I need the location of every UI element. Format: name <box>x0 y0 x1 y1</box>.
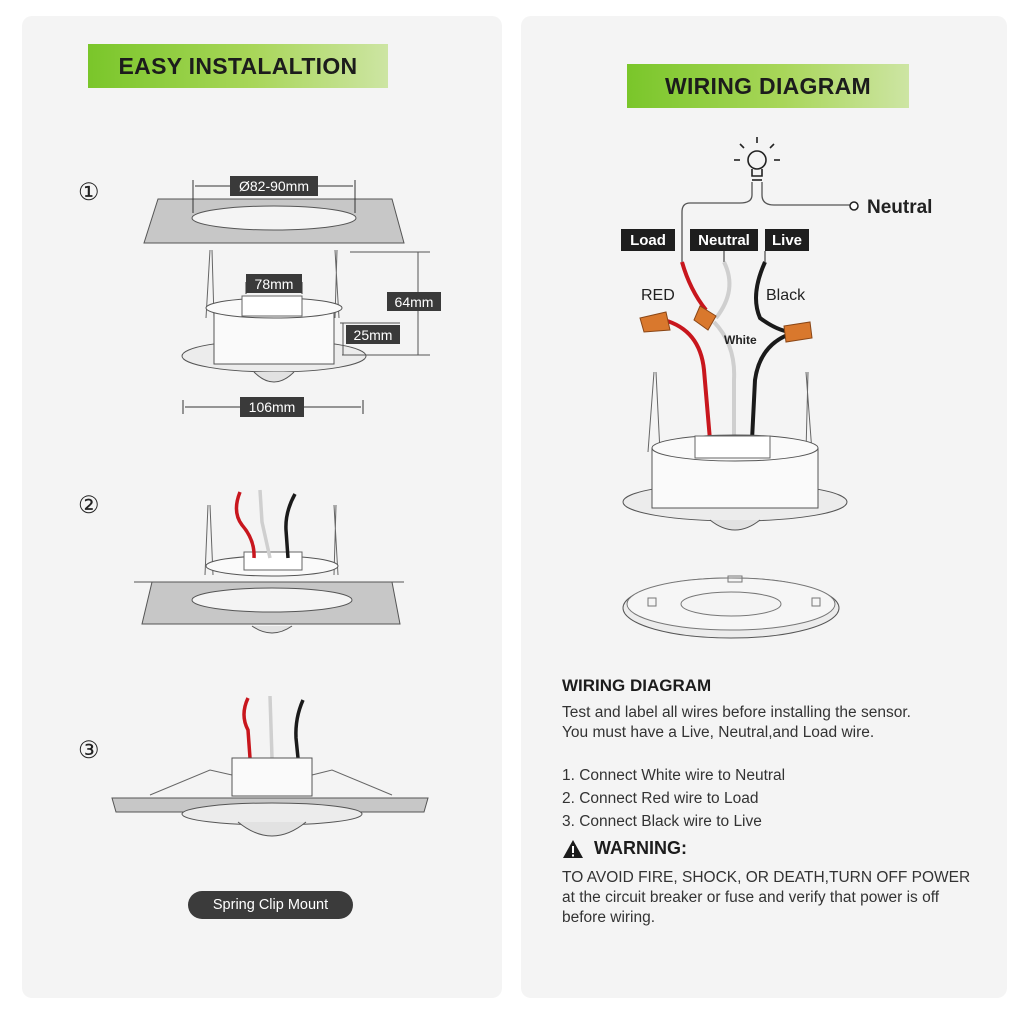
step-1-number: ① <box>78 179 100 206</box>
step-3-mounted <box>111 695 429 837</box>
live-tag: Live <box>772 232 802 249</box>
white-sensor-wire <box>712 320 737 440</box>
black-sensor-wire <box>750 332 791 441</box>
wiring-title: WIRING DIAGRAM <box>627 64 909 108</box>
red-load-wire <box>680 261 708 312</box>
height-label: 64mm <box>395 294 434 310</box>
wiring-section-title: WIRING DIAGRAM <box>562 676 712 695</box>
wiring-step-3: 3. Connect Black wire to Live <box>562 812 762 830</box>
warning-heading: WARNING: <box>562 838 687 859</box>
white-neutral-wire <box>714 261 732 320</box>
red-sensor-wire <box>663 318 712 441</box>
step-2-number: ② <box>78 492 100 519</box>
black-wire-label: Black <box>766 287 806 304</box>
trim-ring <box>622 575 840 639</box>
depth-label: 25mm <box>354 327 393 343</box>
white-wire-label: White <box>724 333 757 347</box>
light-bulb-icon <box>734 137 780 181</box>
hole-diameter-label: Ø82-90mm <box>239 178 309 194</box>
step-1-ceiling: Ø82-90mm <box>143 176 405 244</box>
neutral-terminal-icon <box>849 201 859 211</box>
warning-title: WARNING: <box>594 838 687 858</box>
warning-text: TO AVOID FIRE, SHOCK, OR DEATH,TURN OFF … <box>562 869 971 926</box>
sensor-body <box>622 371 848 531</box>
load-tag: Load <box>630 232 666 249</box>
installation-title: EASY INSTALALTION <box>88 44 388 88</box>
body-width-label: 78mm <box>255 276 294 292</box>
step-1-sensor: 78mm 64mm 25mm 106mm <box>181 249 441 417</box>
wiring-intro-line-1: Test and label all wires before installi… <box>562 704 911 721</box>
step-2-insert <box>134 489 404 634</box>
red-wire-label: RED <box>641 287 675 304</box>
wiring-panel: WIRING DIAGRAM WIRING DIAGRAM Test and l… <box>521 16 1007 998</box>
spring-clip-mount-badge: Spring Clip Mount <box>188 891 353 919</box>
neutral-tag: Neutral <box>698 232 750 249</box>
neutral-terminal-label: Neutral <box>867 197 932 218</box>
flange-width-label: 106mm <box>249 399 296 415</box>
wiring-intro-line-2: You must have a Live, Neutral,and Load w… <box>562 724 875 741</box>
black-live-wire <box>754 261 791 334</box>
wiring-step-2: 2. Connect Red wire to Load <box>562 789 759 807</box>
step-3-number: ③ <box>78 737 100 764</box>
warning-icon <box>563 839 583 858</box>
wiring-step-1: 1. Connect White wire to Neutral <box>562 766 786 784</box>
wire-connector-icon <box>639 305 813 343</box>
